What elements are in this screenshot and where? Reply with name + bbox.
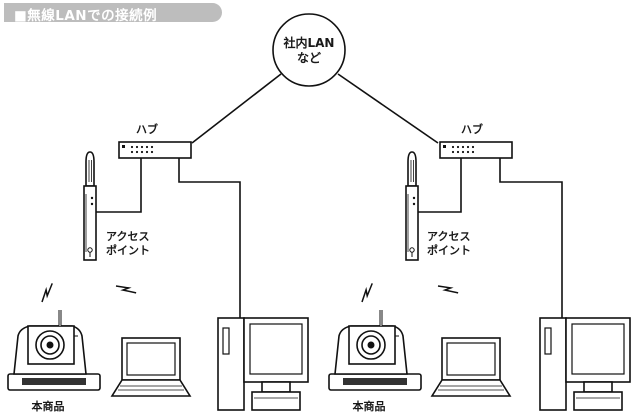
title-badge: ■無線LANでの接続例 <box>4 3 222 24</box>
lan-label-line2: など <box>297 51 321 65</box>
desktop-right <box>539 317 631 411</box>
desktop-left <box>217 317 309 411</box>
ap-left-label-line1: アクセス <box>106 230 149 243</box>
ap-left-label-line2: ポイント <box>106 243 150 257</box>
lan-node <box>272 13 346 87</box>
hub-left <box>118 141 192 159</box>
camera-left <box>6 308 102 392</box>
ap-right-label-line2: ポイント <box>427 243 471 257</box>
hub-right-label: ハブ <box>461 122 483 136</box>
hub-right <box>439 141 513 159</box>
laptop-right <box>431 337 511 397</box>
access-point-left <box>83 151 97 261</box>
camera-right <box>327 308 423 392</box>
laptop-left <box>111 337 191 397</box>
product-left-label: 本商品 <box>32 399 65 413</box>
access-point-right <box>405 151 419 261</box>
wireless-signal-icons <box>36 278 459 303</box>
hub-left-label: ハブ <box>136 122 158 136</box>
diagram-title: ■無線LANでの接続例 <box>14 8 158 24</box>
lan-label-line1: 社内LAN <box>283 35 335 50</box>
ap-right-label-line1: アクセス <box>427 230 470 243</box>
cables <box>91 73 563 318</box>
product-right-label: 本商品 <box>353 399 386 413</box>
